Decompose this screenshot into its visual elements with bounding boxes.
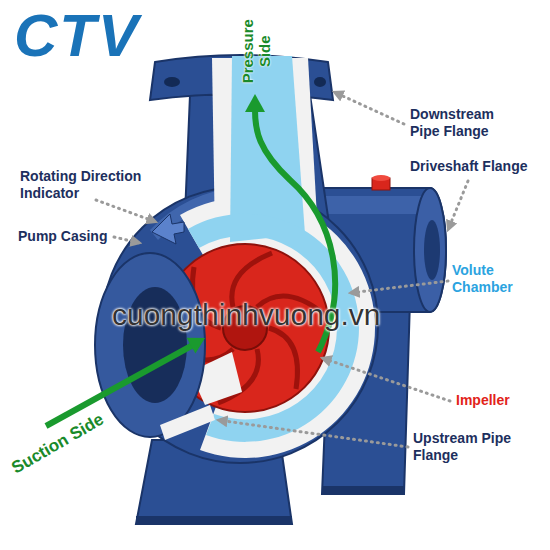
impeller-vane bbox=[269, 328, 297, 389]
shaft-opening bbox=[424, 220, 440, 280]
part-label: Upstream Pipe Flange bbox=[413, 430, 513, 464]
leader-line bbox=[350, 281, 448, 293]
bolt-hole bbox=[314, 77, 326, 87]
foot-pad bbox=[136, 516, 292, 524]
arrow-head bbox=[245, 94, 265, 112]
leader-line bbox=[96, 200, 156, 222]
leader-line bbox=[322, 358, 450, 401]
leader-line bbox=[448, 181, 468, 230]
leader-line bbox=[114, 237, 140, 243]
flow-label: Suction Side bbox=[8, 409, 108, 479]
bolt-hole bbox=[164, 77, 180, 87]
flow-label: Pressure Side bbox=[239, 14, 274, 89]
leader-lines bbox=[96, 92, 468, 447]
part-label: Downstream Pipe Flange bbox=[410, 106, 510, 140]
brand-logo: CTV bbox=[14, 3, 140, 69]
leader-line bbox=[334, 92, 404, 124]
part-label: Rotating Direction Indicator bbox=[20, 168, 170, 202]
part-label: Pump Casing bbox=[18, 228, 107, 245]
watermark: cuongthinhvuong.vn bbox=[112, 297, 381, 333]
driveshaft-flange bbox=[414, 188, 446, 312]
housing-highlight bbox=[318, 196, 428, 214]
oil-cap-top bbox=[372, 175, 390, 181]
part-label: Volute Chamber bbox=[452, 262, 537, 296]
support-pad bbox=[322, 486, 404, 494]
arrow-head bbox=[187, 338, 205, 354]
leader-line bbox=[218, 420, 408, 447]
direction-indicator bbox=[152, 214, 184, 244]
upstream-flange-cut bbox=[160, 405, 215, 440]
part-label: Impeller bbox=[456, 392, 510, 409]
suction-flow-arrow bbox=[46, 345, 193, 426]
part-label: Driveshaft Flange bbox=[410, 158, 527, 175]
